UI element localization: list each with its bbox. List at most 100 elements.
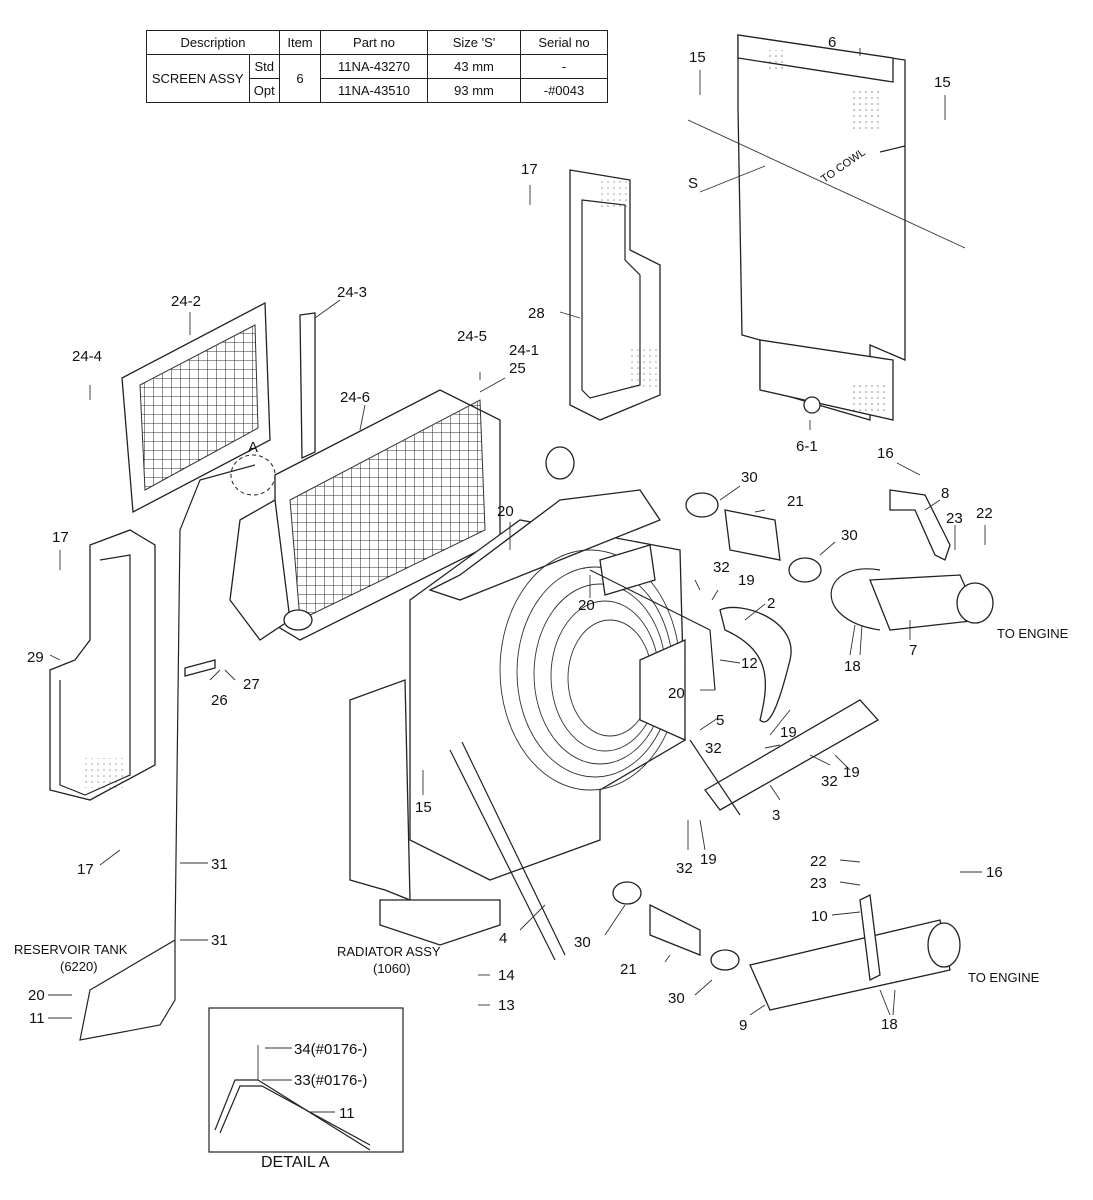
callout-24-6: 24-6	[340, 389, 371, 406]
callout-19-a: 19	[738, 572, 755, 589]
callout-24-2: 24-2	[171, 293, 202, 310]
callout-24-5: 24-5	[457, 328, 488, 345]
callout-17-top: 17	[521, 161, 538, 178]
callout-28: 28	[528, 305, 545, 322]
note-to-engine-upper: TO ENGINE	[997, 626, 1069, 641]
callout-29: 29	[27, 649, 44, 666]
callout-21-upper: 21	[787, 493, 804, 510]
callout-30-upper-right: 30	[841, 527, 858, 544]
spec-table-row-std: SCREEN ASSY Std 6 11NA-43270 43 mm -	[146, 54, 608, 103]
callout-9: 9	[739, 1017, 748, 1034]
callout-25: 25	[509, 360, 526, 377]
cell-serial-opt: -#0043	[520, 78, 608, 103]
note-reservoir-ref: (6220)	[60, 959, 98, 974]
callout-22-lower: 22	[810, 853, 827, 870]
callout-16-lower: 16	[986, 864, 1003, 881]
note-to-engine-lower: TO ENGINE	[968, 970, 1040, 985]
pipe-11-part	[79, 464, 256, 1041]
callout-17-middle: 17	[52, 529, 69, 546]
callout-32-c: 32	[821, 773, 838, 790]
callout-20-c: 20	[668, 685, 685, 702]
note-s-mark: S	[688, 175, 699, 192]
callout-32-d: 32	[676, 860, 693, 877]
callout-6: 6	[828, 34, 837, 51]
screen-assy-spec-table: Description Item Part no Size 'S' Serial…	[146, 30, 608, 103]
callout-23-upper: 23	[946, 510, 963, 527]
callout-10: 10	[811, 908, 828, 925]
callout-5: 5	[716, 712, 725, 729]
pipe-3-part	[704, 699, 880, 811]
pipe-12-part	[589, 569, 716, 691]
callout-33-detail: 33(#0176-)	[294, 1072, 368, 1089]
cell-part-no-opt: 11NA-43510	[320, 78, 428, 103]
cell-variant-std: Std	[248, 54, 280, 79]
rod-4-part	[449, 749, 556, 961]
lower-hose-assembly	[612, 881, 961, 1011]
upper-hose-assembly	[685, 489, 994, 631]
callout-26: 26	[211, 692, 228, 709]
callout-32-b: 32	[705, 740, 722, 757]
callout-30-lower-right: 30	[668, 990, 685, 1007]
leader-lines	[48, 48, 986, 1019]
callout-22-upper: 22	[976, 505, 993, 522]
callout-18-upper: 18	[844, 658, 861, 675]
callout-34-detail: 34(#0176-)	[294, 1041, 368, 1058]
bracket-24-3-part	[299, 312, 316, 460]
radiator-fan-shroud	[499, 549, 686, 791]
callout-14: 14	[498, 967, 515, 984]
cell-description: SCREEN ASSY	[146, 54, 250, 103]
screen-assy-part	[687, 34, 966, 421]
callout-24-4: 24-4	[72, 348, 103, 365]
callout-30-upper-left: 30	[741, 469, 758, 486]
baffle-28-part	[569, 169, 661, 421]
cell-size-std: 43 mm	[427, 54, 521, 79]
callout-20-a: 20	[497, 503, 514, 520]
callout-13: 13	[498, 997, 515, 1014]
header-size: Size 'S'	[427, 30, 521, 55]
callout-7: 7	[909, 642, 918, 659]
callout-17-lower: 17	[77, 861, 94, 878]
callout-24-3: 24-3	[337, 284, 368, 301]
grommet-6-1	[803, 396, 821, 414]
header-description: Description	[146, 30, 280, 55]
callout-23-lower: 23	[810, 875, 827, 892]
hose-2-part	[719, 606, 792, 723]
callout-3: 3	[772, 807, 781, 824]
callout-4: 4	[499, 930, 508, 947]
callout-19-b: 19	[780, 724, 797, 741]
callout-2: 2	[767, 595, 776, 612]
baffle-29-part	[49, 529, 156, 801]
callout-16-upper: 16	[877, 445, 894, 462]
callout-18-lower: 18	[881, 1016, 898, 1033]
callout-15-right: 15	[934, 74, 951, 91]
note-detail-a-marker: A	[248, 439, 259, 456]
spec-table-row-opt: Opt 11NA-43510 93 mm -#0043	[147, 78, 608, 103]
callout-27: 27	[243, 676, 260, 693]
callout-12: 12	[741, 655, 758, 672]
detail-a-marker-circle	[230, 454, 276, 496]
oil-cooler-part	[229, 389, 575, 641]
cell-size-opt: 93 mm	[427, 78, 521, 103]
callout-20-b: 20	[578, 597, 595, 614]
callout-8: 8	[941, 485, 950, 502]
cell-item: 6	[279, 54, 321, 103]
note-radiator-ref: (1060)	[373, 961, 411, 976]
callout-15-lower: 15	[415, 799, 432, 816]
spec-table-header-row: Description Item Part no Size 'S' Serial…	[146, 30, 608, 55]
callout-19-c: 19	[843, 764, 860, 781]
detail-a-frame	[208, 1007, 404, 1153]
callout-24-1: 24-1	[509, 342, 540, 359]
callout-11-detail: 11	[339, 1105, 355, 1122]
note-reservoir-tank: RESERVOIR TANK	[14, 942, 128, 957]
callout-15-left: 15	[689, 49, 706, 66]
callout-30-lower-left: 30	[574, 934, 591, 951]
callout-11: 11	[29, 1010, 45, 1027]
callout-31-lower: 31	[211, 932, 228, 949]
screen-24-2-part	[121, 301, 271, 514]
note-detail-a-title: DETAIL A	[261, 1154, 330, 1171]
bolt-26-part	[184, 659, 216, 677]
callout-31-upper: 31	[211, 856, 228, 873]
note-radiator-assy: RADIATOR ASSY	[337, 944, 441, 959]
header-serial-no: Serial no	[520, 30, 608, 55]
